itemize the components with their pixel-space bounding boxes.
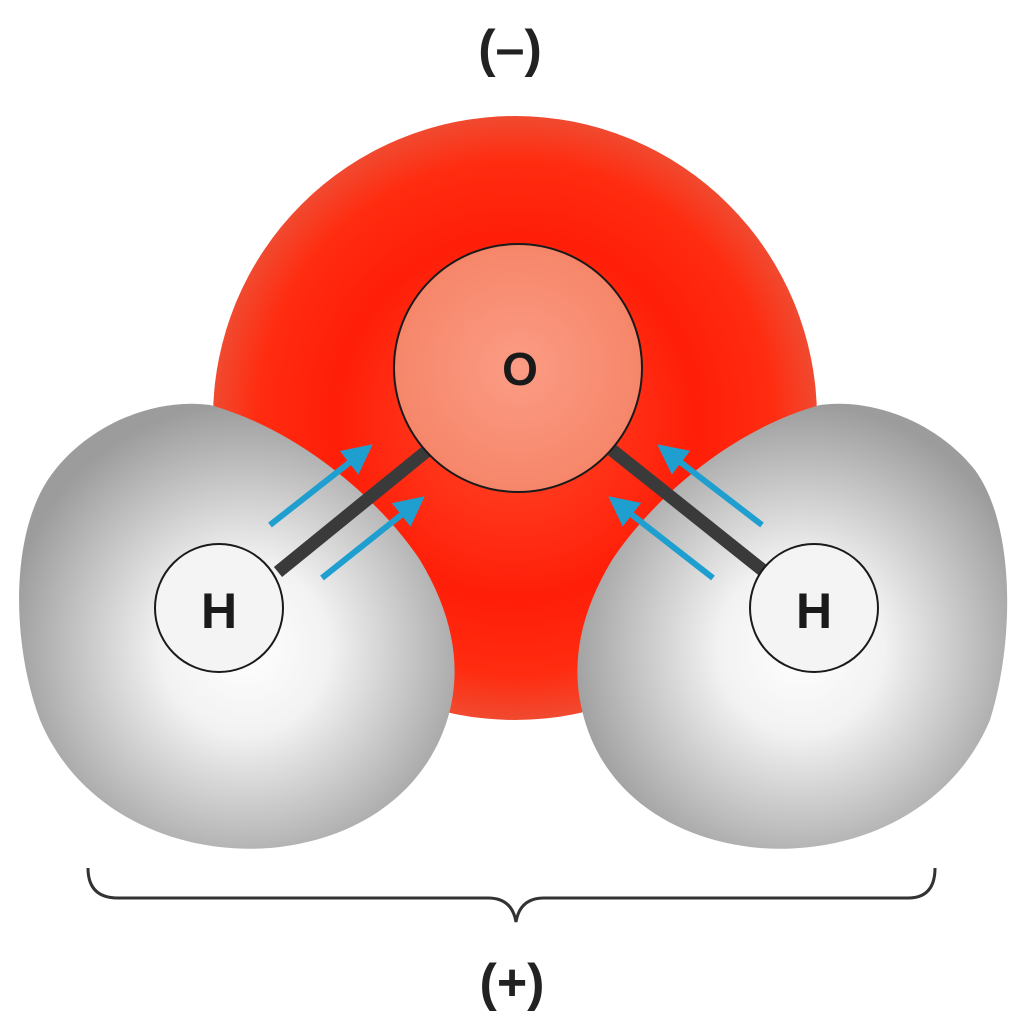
hydrogen-right-label: H [796, 583, 832, 639]
bond-right [607, 444, 770, 578]
electron-arrow-right-lower [608, 496, 715, 581]
hydrogen-right-nucleus [749, 543, 879, 673]
hydrogen-left-label: H [201, 583, 237, 639]
hydrogen-left-nucleus [154, 543, 284, 673]
oxygen-label: O [502, 343, 538, 395]
bond-left [273, 444, 433, 578]
electron-arrow-left-upper [268, 444, 373, 528]
electron-arrow-left-lower [320, 496, 425, 581]
positive-charge-label: (+) [480, 954, 545, 1012]
negative-charge-label: (–) [478, 20, 542, 78]
hydrogen-brace [86, 867, 937, 923]
electron-arrow-right-upper [657, 444, 764, 528]
oxygen-nucleus [393, 243, 643, 493]
